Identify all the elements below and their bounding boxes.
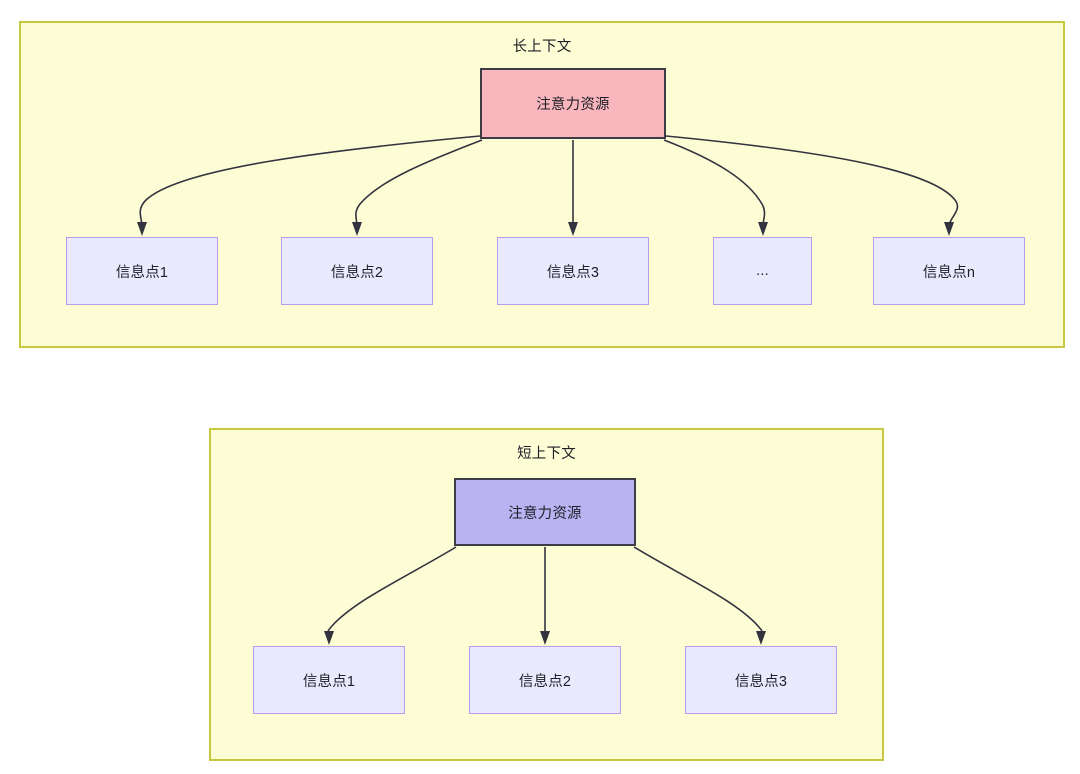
long-context-leaf-2-label: 信息点2 [330,264,384,281]
short-context-leaf-3[interactable]: 信息点3 [685,646,837,714]
short-context-leaf-1-label: 信息点1 [302,673,356,690]
short-context-leaf-2-label: 信息点2 [518,673,572,690]
long-context-leaf-3-label: 信息点3 [546,264,600,281]
short-context-root-label: 注意力资源 [508,505,582,522]
long-context-root-node[interactable]: 注意力资源 [480,68,666,139]
long-context-leaf-n-label: 信息点n [922,264,976,281]
long-context-leaf-1[interactable]: 信息点1 [66,237,218,305]
long-context-leaf-3[interactable]: 信息点3 [497,237,649,305]
short-context-leaf-2[interactable]: 信息点2 [469,646,621,714]
panel-short-context-title: 短上下文 [517,446,576,462]
panel-long-context-title: 长上下文 [512,39,572,55]
short-context-leaf-1[interactable]: 信息点1 [253,646,405,714]
long-context-leaf-ellipsis-label: ... [756,263,769,279]
short-context-leaf-3-label: 信息点3 [734,673,788,690]
long-context-leaf-2[interactable]: 信息点2 [281,237,433,305]
short-context-root-node[interactable]: 注意力资源 [454,478,636,546]
long-context-leaf-n[interactable]: 信息点n [873,237,1025,305]
long-context-leaf-1-label: 信息点1 [115,264,169,281]
long-context-root-label: 注意力资源 [536,97,610,113]
long-context-leaf-ellipsis[interactable]: ... [713,237,812,305]
